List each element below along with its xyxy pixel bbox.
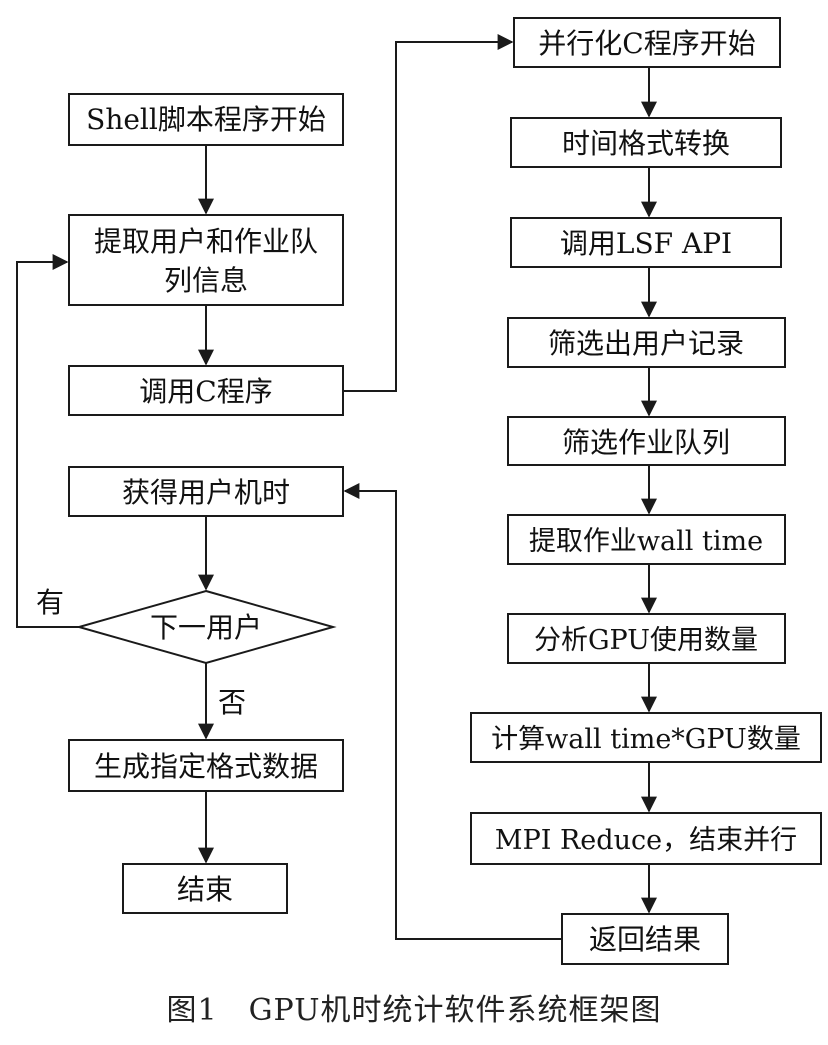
node-next-user-decision: 下一用户 — [75, 589, 337, 665]
edge-call-c-to-parallel-start — [343, 34, 514, 392]
node-filter-queue: 筛选作业队列 — [507, 416, 786, 466]
node-time-format-label: 时间格式转换 — [562, 127, 730, 160]
node-gen-data: 生成指定格式数据 — [68, 739, 344, 792]
node-parallel-start-label: 并行化C程序开始 — [538, 27, 755, 60]
node-shell-start: Shell脚本程序开始 — [68, 93, 344, 146]
node-call-lsf-label: 调用LSF API — [560, 227, 732, 260]
node-parallel-start: 并行化C程序开始 — [513, 17, 781, 68]
edge-decision-yes-loop — [16, 254, 79, 628]
node-extract-user-queue: 提取用户和作业队 列信息 — [68, 214, 344, 306]
node-end-label: 结束 — [177, 873, 233, 906]
node-call-c-label: 调用C程序 — [139, 375, 272, 408]
node-calc: 计算wall time*GPU数量 — [470, 712, 822, 763]
node-call-lsf: 调用LSF API — [510, 217, 782, 268]
edge-label-no: 否 — [218, 686, 246, 719]
node-filter-user: 筛选出用户记录 — [507, 317, 786, 368]
edge-label-yes: 有 — [36, 586, 64, 619]
node-analyze-gpu-label: 分析GPU使用数量 — [534, 625, 758, 656]
node-extract-user-queue-label-1: 提取用户和作业队 — [94, 225, 318, 258]
figure-caption: 图1 GPU机时统计软件系统框架图 — [166, 993, 662, 1028]
node-gen-data-label: 生成指定格式数据 — [94, 750, 318, 783]
node-calc-label: 计算wall time*GPU数量 — [491, 724, 801, 755]
node-extract-walltime-label: 提取作业wall time — [529, 526, 763, 557]
node-end: 结束 — [122, 863, 288, 914]
node-filter-queue-label: 筛选作业队列 — [562, 426, 730, 459]
node-filter-user-label: 筛选出用户记录 — [548, 327, 744, 360]
node-next-user-label: 下一用户 — [150, 611, 262, 644]
node-mpi-reduce: MPI Reduce，结束并行 — [470, 812, 822, 865]
node-get-machine-hours-label: 获得用户机时 — [122, 476, 290, 509]
node-mpi-reduce-label: MPI Reduce，结束并行 — [495, 825, 797, 856]
node-time-format: 时间格式转换 — [510, 117, 782, 168]
node-call-c: 调用C程序 — [68, 365, 344, 416]
node-shell-start-label: Shell脚本程序开始 — [86, 103, 326, 136]
node-return-result-label: 返回结果 — [589, 923, 701, 956]
node-return-result: 返回结果 — [561, 913, 729, 965]
node-extract-walltime: 提取作业wall time — [507, 514, 786, 565]
node-analyze-gpu: 分析GPU使用数量 — [507, 613, 786, 664]
node-extract-user-queue-label-2: 列信息 — [164, 264, 248, 297]
edge-return-to-hours — [343, 483, 562, 940]
node-get-machine-hours: 获得用户机时 — [68, 466, 344, 517]
